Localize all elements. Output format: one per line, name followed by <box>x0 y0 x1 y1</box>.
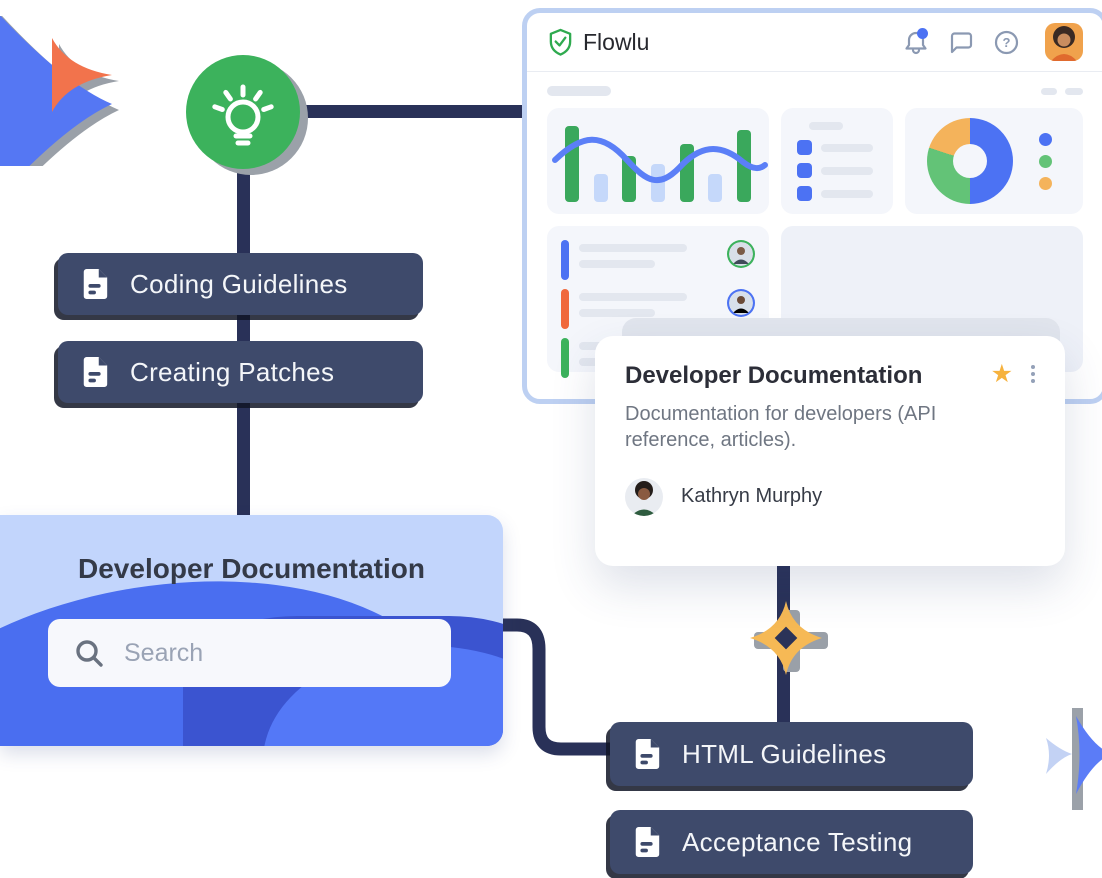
svg-text:?: ? <box>1003 35 1011 50</box>
header-divider <box>527 71 1102 72</box>
notification-badge <box>917 28 928 39</box>
assignee-avatar <box>727 289 755 317</box>
node-label: Coding Guidelines <box>130 268 348 299</box>
skeleton-line <box>821 166 873 175</box>
task-pill <box>561 338 569 378</box>
knowledge-base-card: Developer Documentation ★ Documentation … <box>595 336 1065 566</box>
trend-line <box>552 136 768 184</box>
node-coding-guidelines[interactable]: Coding Guidelines <box>58 253 423 315</box>
window-control-dash <box>1065 87 1083 95</box>
decorative-arrows-top-left <box>0 16 119 166</box>
bar-chart-widget <box>547 108 769 214</box>
search-icon <box>76 640 103 667</box>
help-icon[interactable]: ? <box>994 30 1019 55</box>
lightbulb-icon <box>212 84 274 146</box>
author-name: Kathryn Murphy <box>681 485 823 508</box>
donut-legend <box>1039 132 1052 190</box>
user-avatar[interactable] <box>1045 23 1083 61</box>
skeleton-bar <box>809 122 843 130</box>
connector-panel-to-node <box>497 618 619 756</box>
skeleton-line <box>821 189 873 198</box>
brand-name: Flowlu <box>583 28 650 55</box>
flowlu-logo[interactable]: Flowlu <box>547 28 649 57</box>
document-icon <box>83 269 108 299</box>
spark-connector <box>750 601 828 675</box>
document-icon <box>635 739 660 769</box>
orange-arrow-icon <box>52 38 112 112</box>
search-input[interactable] <box>124 638 451 668</box>
search-box[interactable] <box>48 619 451 687</box>
connector-idea-to-panel <box>237 160 250 518</box>
window-header: Flowlu <box>527 13 1102 71</box>
donut-chart-widget <box>905 108 1083 214</box>
chat-icon[interactable] <box>949 30 974 55</box>
list-bullet <box>797 140 812 155</box>
panel-title: Developer Documentation <box>78 553 425 584</box>
list-bullet <box>797 163 812 178</box>
kb-card-title: Developer Documentation <box>625 362 923 389</box>
node-html-guidelines[interactable]: HTML Guidelines <box>610 722 973 786</box>
node-label: HTML Guidelines <box>682 738 887 769</box>
favorite-star-icon[interactable]: ★ <box>990 360 1013 388</box>
node-label: Creating Patches <box>130 356 335 387</box>
donut-chart <box>927 118 1013 204</box>
notifications-bell-icon[interactable] <box>903 28 929 56</box>
list-bullet <box>797 186 812 201</box>
skeleton-line <box>821 143 873 152</box>
more-options-icon[interactable] <box>1031 362 1035 383</box>
window-control-dash <box>1041 87 1057 95</box>
kb-card-description: Documentation for developers (API refere… <box>625 403 937 452</box>
task-pill <box>561 289 569 329</box>
node-label: Acceptance Testing <box>682 826 913 857</box>
blue-arrow-icon <box>1076 716 1102 794</box>
developer-documentation-panel: Developer Documentation <box>0 515 503 746</box>
idea-node <box>186 55 300 169</box>
task-pill <box>561 240 569 280</box>
document-icon <box>83 357 108 387</box>
connector-idea-to-window <box>298 105 524 118</box>
light-blue-arrow-icon <box>1046 738 1072 774</box>
checklist-widget <box>781 108 893 214</box>
document-icon <box>635 827 660 857</box>
shield-check-icon <box>549 28 572 56</box>
skeleton-title-bar <box>547 86 611 96</box>
assignee-avatar <box>727 240 755 268</box>
node-creating-patches[interactable]: Creating Patches <box>58 341 423 403</box>
author-avatar <box>625 477 663 516</box>
node-acceptance-testing[interactable]: Acceptance Testing <box>610 810 973 874</box>
decorative-arrows-right <box>1046 708 1102 810</box>
